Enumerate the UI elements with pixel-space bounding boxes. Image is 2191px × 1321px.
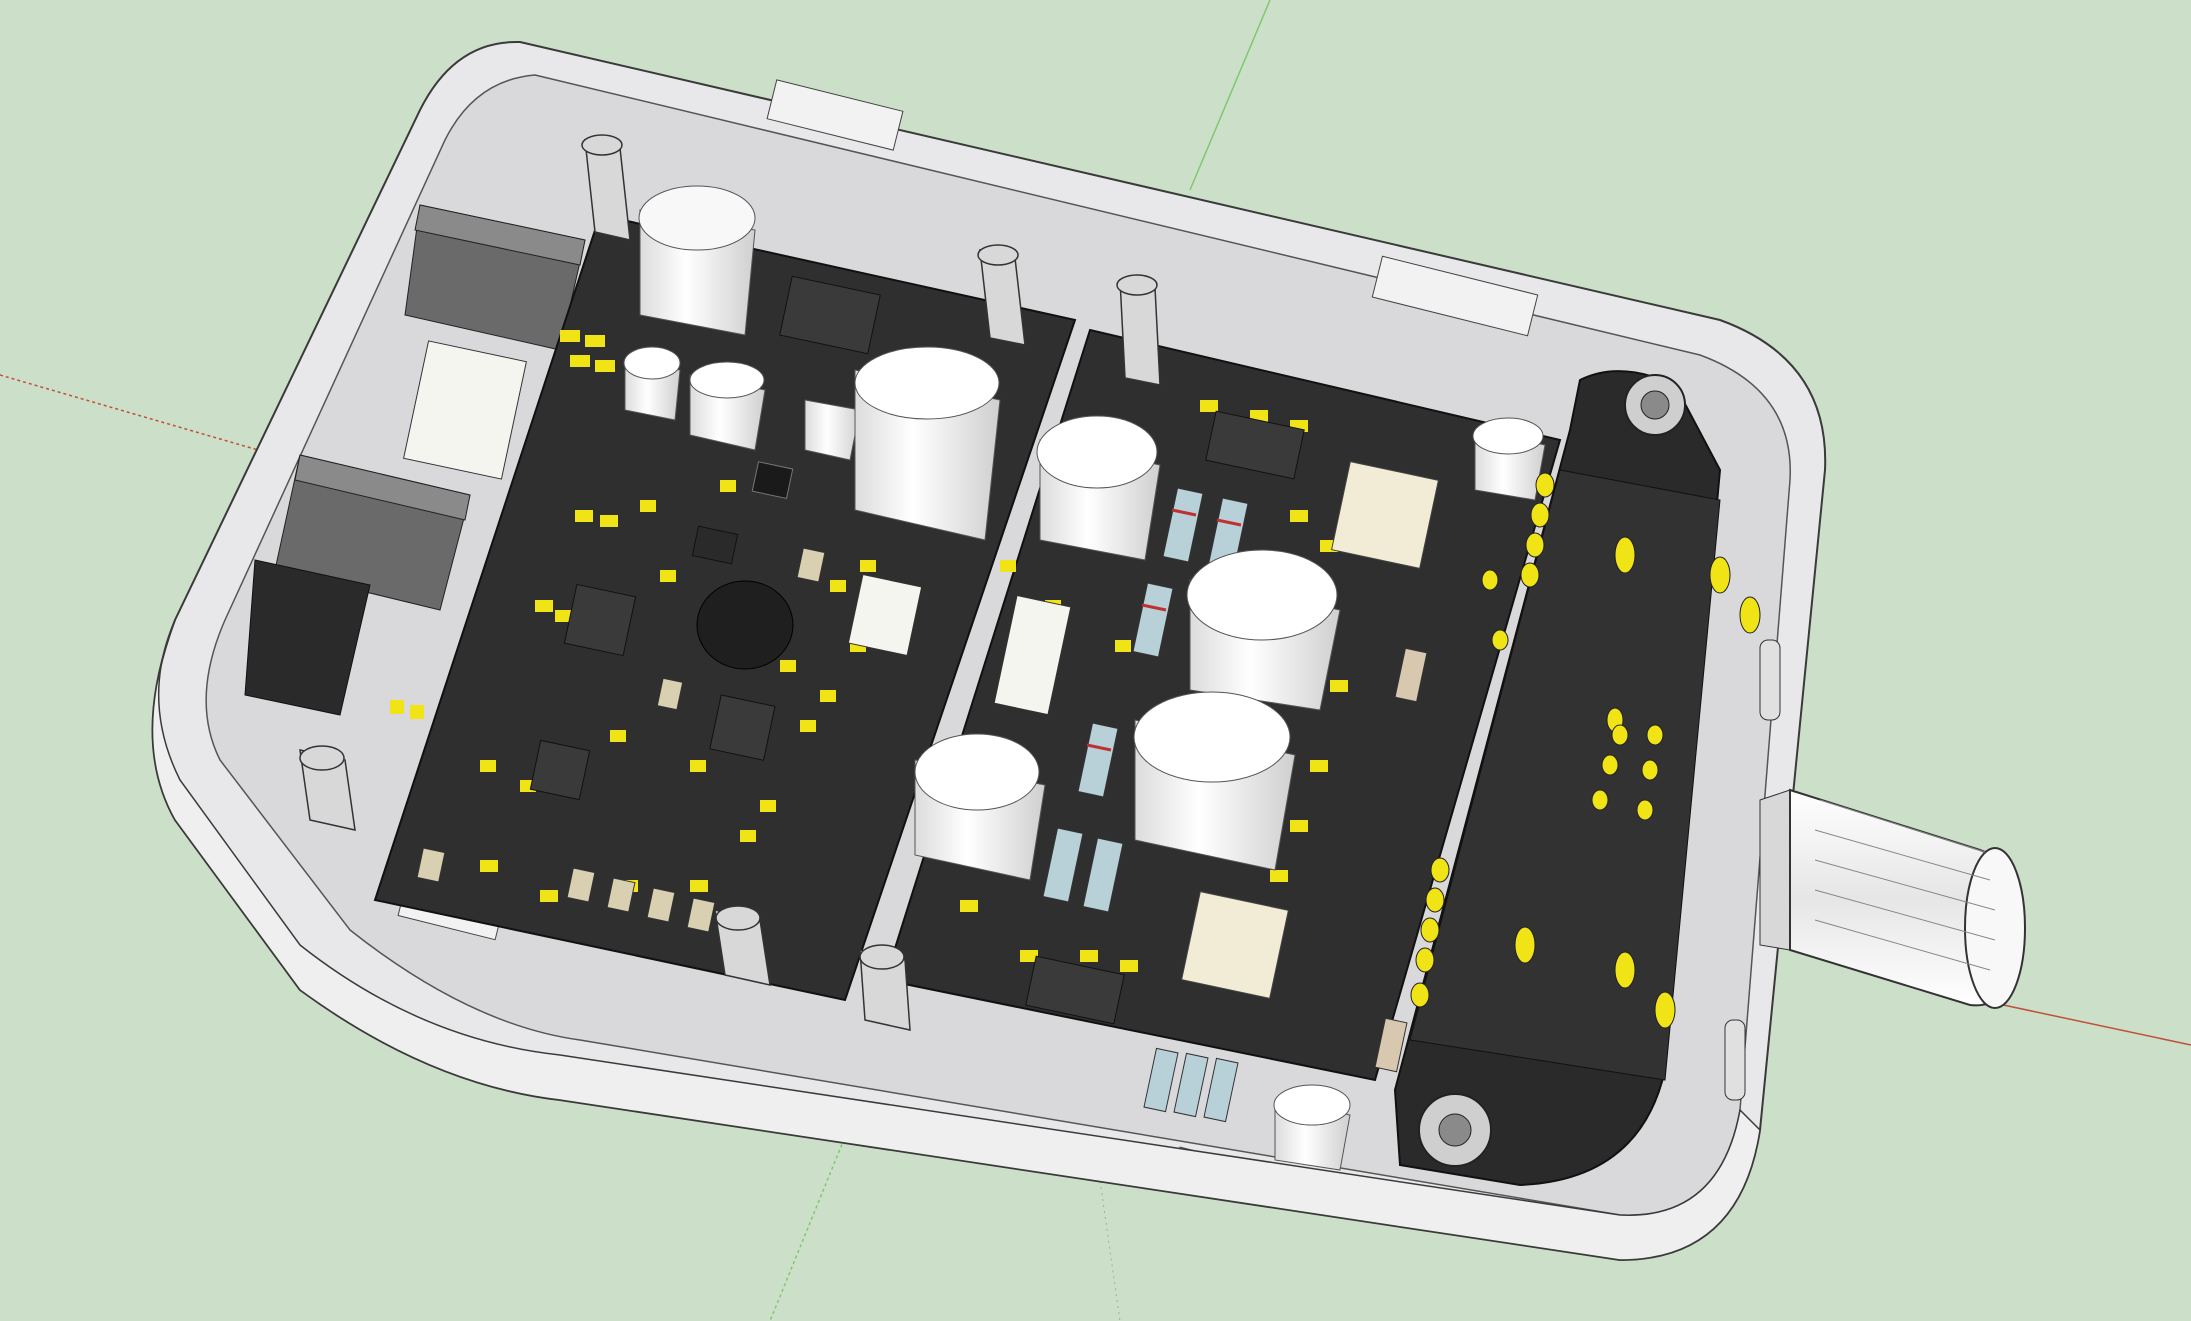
volume-knob bbox=[1724, 639, 2026, 1101]
capacitors-right bbox=[914, 415, 1546, 1171]
hex-screw-icon bbox=[1418, 374, 1686, 1167]
left-connectors bbox=[244, 204, 586, 716]
capacitors-left bbox=[623, 185, 1001, 541]
enclosure-front-wall bbox=[151, 619, 1761, 1261]
output-board bbox=[1393, 370, 1761, 1187]
left-pcb bbox=[299, 134, 1077, 1002]
right-pcb bbox=[859, 274, 1562, 1171]
